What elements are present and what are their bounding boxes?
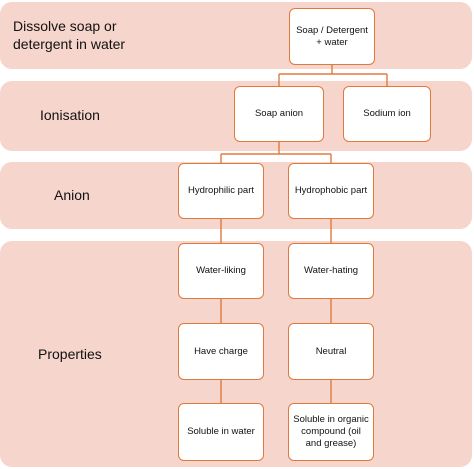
node-soap-water: Soap / Detergent + water xyxy=(289,8,375,65)
band-dissolve xyxy=(0,2,472,69)
node-hydrophobic: Hydrophobic part xyxy=(288,163,374,219)
node-soluble-water: Soluble in water xyxy=(178,403,264,461)
node-hydrophilic: Hydrophilic part xyxy=(178,163,264,219)
node-sodium-ion: Sodium ion xyxy=(343,86,431,142)
node-have-charge: Have charge xyxy=(178,323,264,380)
band-label-anion: Anion xyxy=(54,187,90,203)
node-water-liking: Water-liking xyxy=(178,243,264,299)
band-label-properties: Properties xyxy=(38,346,102,362)
node-water-hating: Water-hating xyxy=(288,243,374,299)
band-label-ionisation: Ionisation xyxy=(40,107,100,123)
node-neutral: Neutral xyxy=(288,323,374,380)
node-soap-anion: Soap anion xyxy=(234,86,324,142)
node-soluble-organic: Soluble in organic compound (oil and gre… xyxy=(288,403,374,461)
band-label-dissolve: Dissolve soap or detergent in water xyxy=(13,18,126,52)
